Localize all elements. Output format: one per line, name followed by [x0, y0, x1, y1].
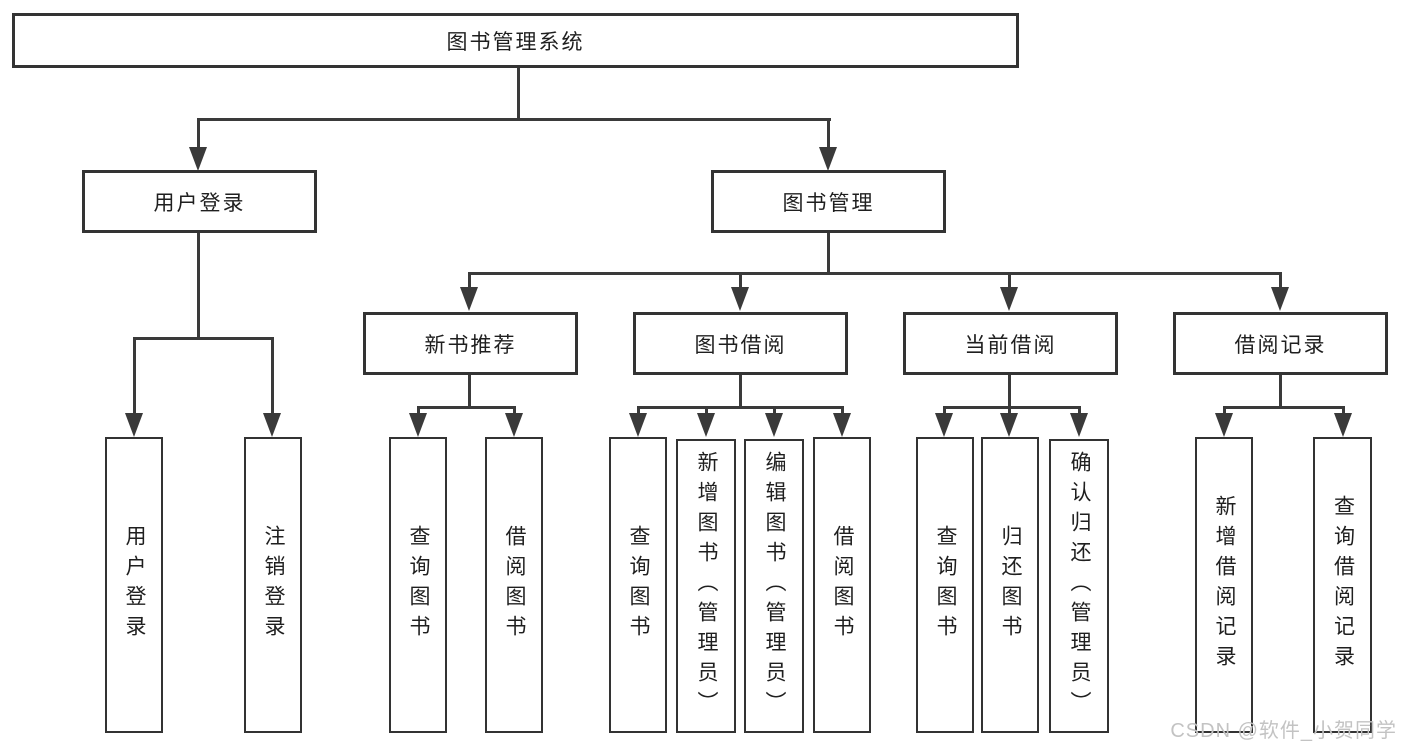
- connector-line: [1008, 272, 1011, 290]
- leaf-confirm-return-admin: 确认归还（管理员）: [1049, 439, 1109, 733]
- connector-line: [637, 406, 844, 409]
- node-borrow-records-label: 借阅记录: [1234, 333, 1327, 357]
- arrow-down-icon: [1000, 413, 1018, 437]
- arrow-down-icon: [629, 413, 647, 437]
- arrow-down-icon: [505, 413, 523, 437]
- leaf-logout: 注销登录: [244, 437, 302, 733]
- node-book-management: 图书管理: [711, 170, 946, 233]
- connector-line: [1008, 375, 1011, 409]
- connector-line: [705, 406, 708, 418]
- arrow-down-icon: [189, 147, 207, 171]
- arrow-down-icon: [935, 413, 953, 437]
- node-book-borrow-label: 图书借阅: [694, 333, 787, 357]
- arrow-down-icon: [765, 413, 783, 437]
- connector-line: [417, 406, 420, 418]
- connector-line: [773, 406, 776, 418]
- arrow-down-icon: [1215, 413, 1233, 437]
- arrow-down-icon: [1000, 287, 1018, 311]
- arrow-down-icon: [697, 413, 715, 437]
- leaf-return-books: 归还图书: [981, 437, 1039, 733]
- node-borrow-records: 借阅记录: [1173, 312, 1388, 375]
- connector-line: [468, 272, 1282, 275]
- leaf-logout-label: 注销登录: [262, 525, 285, 645]
- connector-line: [517, 66, 520, 118]
- leaf-query-books-current-label: 查询图书: [934, 525, 957, 645]
- csdn-watermark: CSDN @软件_小贺同学: [1170, 720, 1397, 742]
- connector-line: [841, 406, 844, 418]
- leaf-query-borrow-record-label: 查询借阅记录: [1331, 495, 1355, 675]
- leaf-borrow-books-label: 借阅图书: [831, 525, 854, 645]
- connector-line: [417, 406, 516, 409]
- connector-line: [739, 272, 742, 290]
- leaf-user-login: 用户登录: [105, 437, 163, 733]
- connector-line: [1008, 406, 1011, 418]
- leaf-return-books-label: 归还图书: [999, 525, 1022, 645]
- connector-line: [271, 337, 274, 416]
- leaf-query-books-current: 查询图书: [916, 437, 974, 733]
- connector-line: [1223, 406, 1226, 418]
- arrow-down-icon: [833, 413, 851, 437]
- connector-line: [739, 375, 742, 409]
- leaf-add-book-admin-label: 新增图书（管理员）: [695, 451, 718, 721]
- leaf-query-books-recommend-label: 查询图书: [407, 525, 430, 645]
- connector-line: [637, 406, 640, 418]
- arrow-down-icon: [731, 287, 749, 311]
- leaf-edit-book-admin-label: 编辑图书（管理员）: [763, 451, 786, 721]
- node-book-borrow: 图书借阅: [633, 312, 848, 375]
- node-root: 图书管理系统: [12, 13, 1019, 68]
- connector-line: [1078, 406, 1081, 418]
- node-new-book-recommend: 新书推荐: [363, 312, 578, 375]
- leaf-borrow-books-recommend: 借阅图书: [485, 437, 543, 733]
- connector-line: [133, 337, 274, 340]
- connector-line: [513, 406, 516, 418]
- arrow-down-icon: [409, 413, 427, 437]
- leaf-add-borrow-record: 新增借阅记录: [1195, 437, 1253, 733]
- connector-line: [468, 272, 471, 290]
- connector-line: [943, 406, 946, 418]
- connector-line: [943, 406, 1081, 409]
- arrow-down-icon: [1070, 413, 1088, 437]
- arrow-down-icon: [819, 147, 837, 171]
- connector-line: [197, 118, 831, 121]
- leaf-query-borrow-record: 查询借阅记录: [1313, 437, 1372, 733]
- leaf-borrow-books: 借阅图书: [813, 437, 871, 733]
- connector-line: [1223, 406, 1344, 409]
- leaf-edit-book-admin: 编辑图书（管理员）: [744, 439, 804, 733]
- connector-line: [1279, 375, 1282, 409]
- connector-line: [197, 118, 200, 152]
- leaf-query-books-borrow-label: 查询图书: [627, 525, 650, 645]
- connector-line: [468, 375, 471, 409]
- connector-line: [133, 337, 136, 416]
- node-current-borrow: 当前借阅: [903, 312, 1118, 375]
- arrow-down-icon: [263, 413, 281, 437]
- leaf-add-book-admin: 新增图书（管理员）: [676, 439, 736, 733]
- leaf-borrow-books-recommend-label: 借阅图书: [503, 525, 526, 645]
- connector-line: [1342, 406, 1345, 418]
- leaf-add-borrow-record-label: 新增借阅记录: [1213, 495, 1236, 675]
- leaf-query-books-borrow: 查询图书: [609, 437, 667, 733]
- node-new-book-recommend-label: 新书推荐: [424, 333, 517, 357]
- leaf-user-login-label: 用户登录: [123, 525, 146, 645]
- arrow-down-icon: [460, 287, 478, 311]
- node-book-management-label: 图书管理: [782, 191, 875, 215]
- connector-line: [827, 233, 830, 275]
- node-user-login-label: 用户登录: [153, 191, 246, 215]
- arrow-down-icon: [125, 413, 143, 437]
- node-user-login: 用户登录: [82, 170, 317, 233]
- arrow-down-icon: [1334, 413, 1352, 437]
- connector-line: [1279, 272, 1282, 290]
- connector-line: [197, 233, 200, 340]
- leaf-confirm-return-admin-label: 确认归还（管理员）: [1068, 451, 1091, 721]
- connector-line: [827, 118, 830, 152]
- node-current-borrow-label: 当前借阅: [964, 333, 1057, 357]
- arrow-down-icon: [1271, 287, 1289, 311]
- node-root-label: 图书管理系统: [446, 30, 585, 54]
- leaf-query-books-recommend: 查询图书: [389, 437, 447, 733]
